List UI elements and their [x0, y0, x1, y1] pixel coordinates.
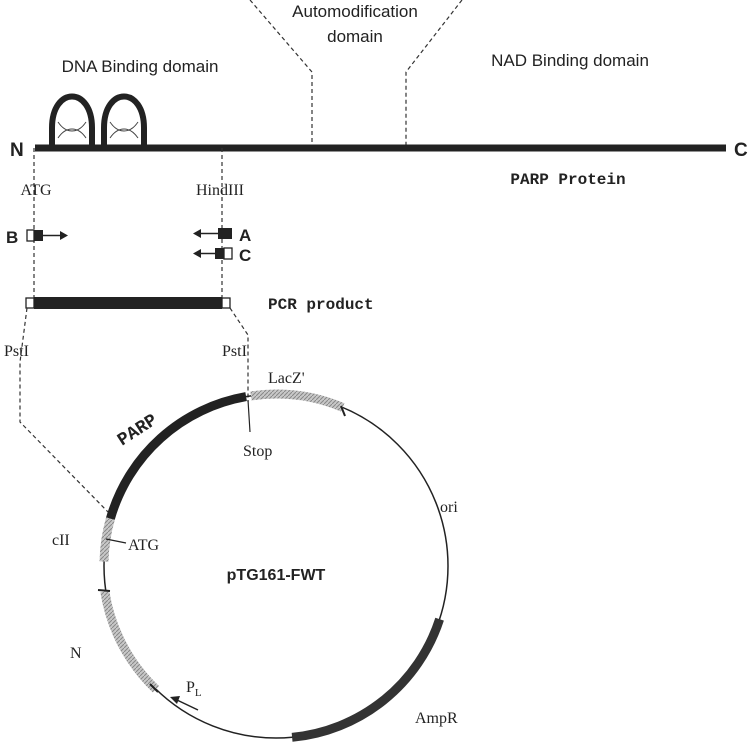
- primer-c-label: C: [239, 246, 251, 265]
- plasmid-atg-label: ATG: [128, 537, 160, 554]
- hindiii-site-label: HindIII: [196, 182, 244, 199]
- plasmid-ori-label: ori: [440, 499, 458, 516]
- stop-pointer-line: [247, 399, 251, 433]
- pl-promoter-label: PL: [186, 679, 202, 699]
- n-terminus-label: N: [10, 140, 24, 161]
- automodification-left-boundary: [249, 0, 313, 145]
- plasmid-n-gene-arc: [100, 590, 160, 693]
- primer-c-open-box: [223, 247, 233, 260]
- c-terminus-label: C: [734, 140, 748, 161]
- n-end-tick: [149, 683, 159, 693]
- zinc-finger-2-cross: [109, 121, 139, 139]
- primer-b-arrowhead-icon: [60, 231, 68, 240]
- pcr-product-label: PCR product: [268, 296, 374, 314]
- primer-c-filled-box: [215, 248, 224, 259]
- primer-b-label: B: [6, 228, 18, 247]
- zinc-finger-1-cross: [57, 121, 87, 139]
- plasmid-ampr-arc: [291, 617, 444, 742]
- plasmid-n-label: N: [70, 645, 82, 662]
- dna-binding-domain-label: DNA Binding domain: [62, 57, 219, 76]
- primer-a-label: A: [239, 226, 251, 245]
- psti-left-label: PstI: [4, 343, 29, 360]
- pcr-to-plasmid-right-guide: [229, 307, 249, 402]
- pcr-right-open-end: [221, 297, 231, 309]
- plasmid-parp-insert-arc: [106, 392, 247, 520]
- parp-protein-label: PARP Protein: [510, 171, 625, 189]
- nad-binding-domain-label: NAD Binding domain: [491, 51, 649, 70]
- zinc-finger-2-icon: [101, 93, 147, 148]
- lacz-end-tick: [340, 405, 346, 417]
- automodification-right-boundary: [405, 0, 463, 145]
- primer-b-open-box: [26, 229, 35, 242]
- primer-a-arrowhead-icon: [193, 229, 201, 238]
- n-start-tick: [97, 589, 111, 592]
- pl-promoter-arrowhead-icon: [170, 696, 180, 704]
- automodification-domain-label-line1: Automodification: [292, 2, 418, 21]
- automodification-domain-label-line2: domain: [327, 27, 383, 46]
- plasmid-cii-label: cII: [52, 532, 70, 549]
- plasmid-ampr-label: AmpR: [415, 710, 458, 727]
- plasmid-name-label: pTG161-FWT: [227, 567, 326, 584]
- pcr-left-open-end: [25, 297, 35, 309]
- atg-site-label: ATG: [20, 182, 52, 199]
- zinc-finger-1-icon: [49, 93, 95, 148]
- pl-promoter-main: P: [186, 679, 195, 696]
- plasmid-lacz-label: LacZ': [268, 370, 305, 387]
- plasmid-cii-arc: [99, 517, 115, 562]
- plasmid-stop-label: Stop: [243, 443, 272, 460]
- psti-right-label: PstI: [222, 343, 247, 360]
- atg-pointer-line: [105, 538, 127, 544]
- primer-c-arrowhead-icon: [193, 249, 201, 258]
- pl-promoter-arrow-line: [176, 699, 199, 711]
- pcr-product-bar: [34, 297, 222, 309]
- pcr-to-plasmid-left-guide: [19, 307, 109, 513]
- primer-b-filled-box: [34, 230, 43, 241]
- pl-promoter-subscript: L: [195, 687, 202, 699]
- plasmid-lacz-arc: [250, 389, 345, 412]
- primer-a-filled-box: [218, 228, 232, 239]
